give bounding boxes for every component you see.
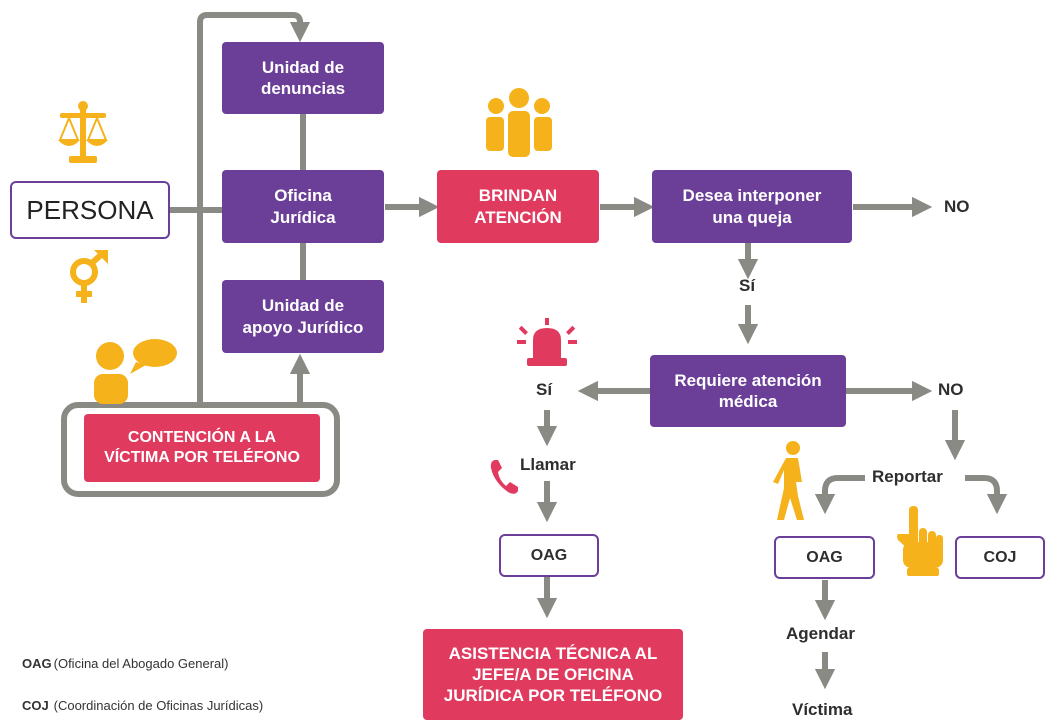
node-brindan-atencion: BRINDAN ATENCIÓN (437, 170, 599, 243)
scales-icon (58, 101, 108, 163)
legend-text: (Coordinación de Oficinas Jurídicas) (53, 698, 264, 713)
connector-loop (197, 12, 311, 405)
node-coj: COJ (955, 536, 1045, 579)
legend-text: (Oficina del Abogado General) (53, 656, 229, 671)
node-unidad-apoyo: Unidad de apoyo Jurídico (222, 280, 384, 353)
speech-person-icon (94, 339, 177, 404)
node-oag-left: OAG (499, 534, 599, 577)
label-no-queja: NO (944, 197, 970, 216)
node-oag-right: OAG (774, 536, 875, 579)
node-oficina-juridica: Oficina Jurídica (222, 170, 384, 243)
node-desea-queja: Desea interponer una queja (652, 170, 852, 243)
pointing-hand-icon (897, 506, 943, 576)
label-reportar: Reportar (872, 467, 943, 486)
siren-icon (517, 318, 577, 366)
label-llamar: Llamar (520, 455, 576, 474)
connector-reportar-oag (814, 475, 865, 515)
gender-icon (70, 249, 108, 303)
legend-row-coj: COJ (Coordinación de Oficinas Jurídicas) (22, 698, 263, 713)
connector-reportar-coj (965, 475, 1008, 515)
legend-row-oag: OAG (Oficina del Abogado General) (22, 656, 229, 671)
legend: OAG (Oficina del Abogado General) COJ (C… (0, 645, 345, 725)
phone-icon (490, 460, 518, 494)
node-contencion: CONTENCIÓN A LA VÍCTIMA POR TELÉFONO (84, 414, 320, 482)
group-icon (486, 88, 552, 157)
node-asistencia: ASISTENCIA TÉCNICA AL JEFE/A DE OFICINA … (423, 629, 683, 720)
walking-person-icon (773, 441, 804, 520)
label-si-medica: Sí (536, 380, 553, 399)
label-agendar: Agendar (786, 624, 855, 643)
node-requiere-medica: Requiere atención médica (650, 355, 846, 427)
node-unidad-denuncias: Unidad de denuncias (222, 42, 384, 114)
node-persona: PERSONA (10, 181, 170, 239)
legend-abbr: OAG (22, 656, 52, 671)
label-si-queja: Sí (739, 276, 756, 295)
label-no-medica: NO (938, 380, 964, 399)
legend-abbr: COJ (22, 698, 49, 713)
label-victima: Víctima (792, 700, 853, 719)
